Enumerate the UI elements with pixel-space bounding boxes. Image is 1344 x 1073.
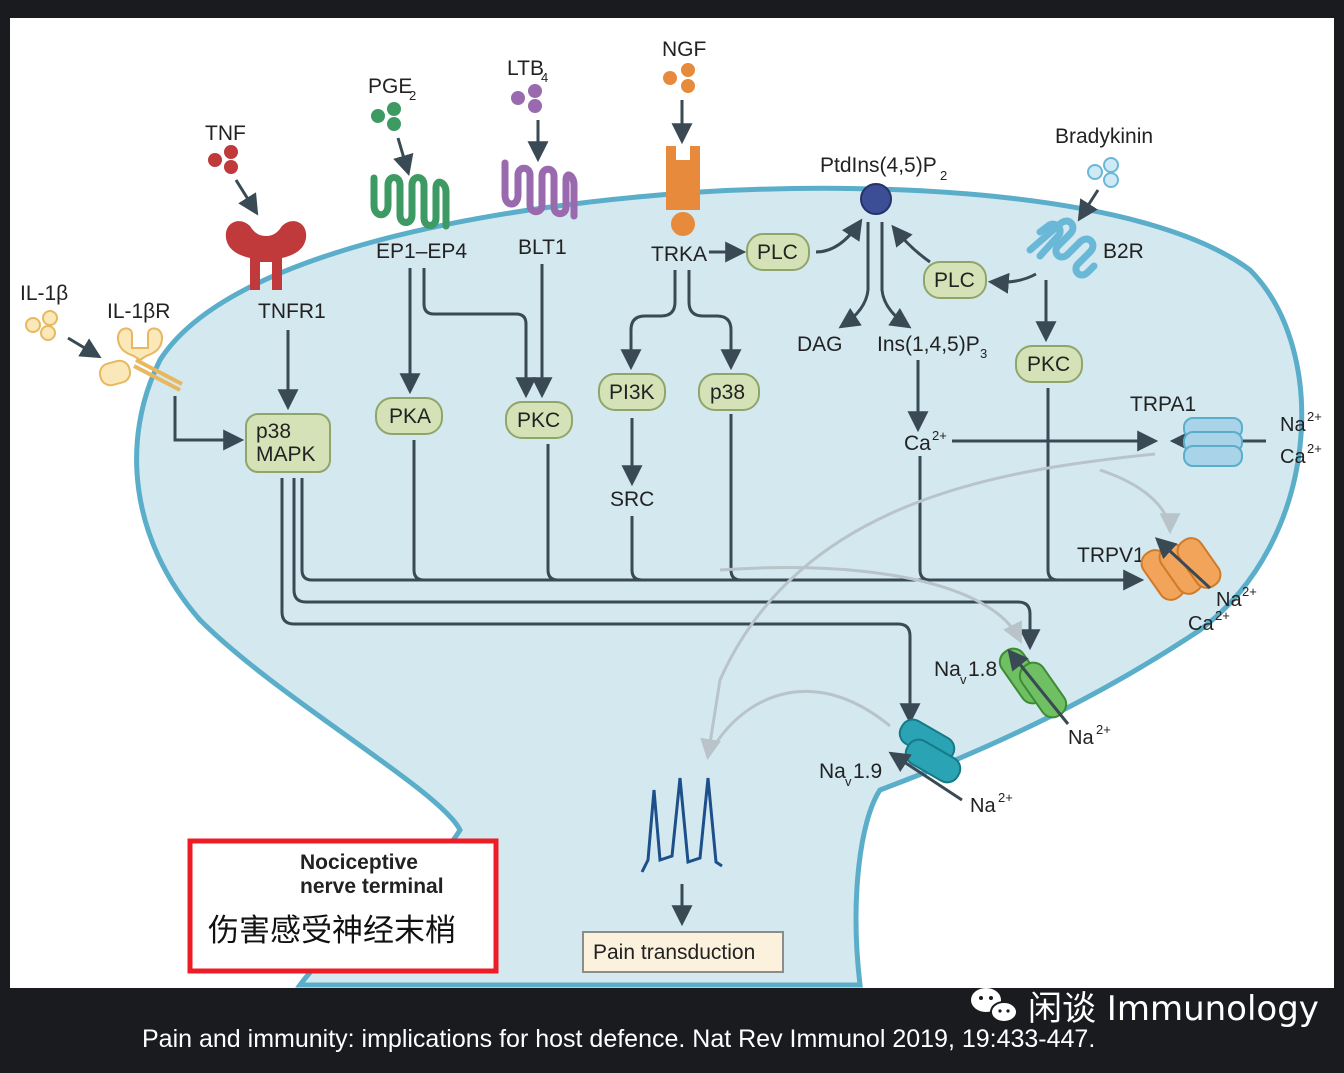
pge2-subscript: 2 (409, 88, 416, 103)
caption-title-line1: Nociceptive (300, 851, 418, 874)
bradykinin-label: Bradykinin (1055, 125, 1153, 148)
nav19-na-sup: 2+ (998, 790, 1013, 805)
caption-title-line2: nerve terminal (300, 875, 444, 898)
nav18-label-sub: v (960, 672, 967, 687)
depolarization-arrows (700, 452, 1181, 761)
pi3k-node: PI3K (598, 373, 666, 411)
bradykinin-arrow (1077, 189, 1100, 222)
ep-label: EP1–EP4 (376, 240, 467, 263)
trpa1-channel-icon (1183, 417, 1243, 467)
trpv1-label: TRPV1 (1077, 544, 1145, 567)
il1b-ligand-icon (25, 310, 58, 341)
ptdins-molecule-icon (860, 183, 892, 215)
pkc1-label: PKC (517, 409, 560, 432)
trpv1-influx-arrow (1154, 537, 1212, 590)
blt1-receptor-icon (501, 159, 578, 220)
ptdins-subscript: 2 (940, 168, 947, 183)
pkc2-label: PKC (1027, 353, 1070, 376)
dag-label: DAG (797, 333, 843, 356)
b2r-label: B2R (1103, 240, 1144, 263)
nav18-influx-arrow (1007, 648, 1070, 725)
nav19-label-sub: v (845, 774, 852, 789)
pge2-label: PGE (368, 75, 412, 98)
pkc1-node: PKC (505, 401, 573, 439)
p38-label: p38 (710, 381, 745, 404)
nav18-na-label: Na (1068, 727, 1094, 749)
wechat-icon (971, 988, 1018, 1023)
ins-label: Ins(1,4,5)P (877, 333, 980, 356)
trpv1-na-sup: 2+ (1242, 584, 1257, 599)
il1b-arrow (67, 336, 102, 359)
ltb4-ligand-icon (511, 84, 542, 113)
trpa1-label: TRPA1 (1130, 393, 1196, 416)
ep-receptor-icon (370, 174, 450, 230)
tnf-ligand-icon (208, 145, 238, 174)
blt1-label: BLT1 (518, 236, 567, 259)
il1br-label: IL-1βR (107, 300, 170, 323)
p38mapk-node: p38 MAPK (245, 413, 331, 473)
trpa1-na-sup: 2+ (1307, 409, 1322, 424)
trpv1-ca-label: Ca (1188, 613, 1214, 635)
il1b-label: IL-1β (20, 282, 68, 305)
nav18-na-sup: 2+ (1096, 722, 1111, 737)
ngf-ligand-icon (663, 63, 695, 93)
tnfr1-receptor-icon (225, 221, 307, 290)
b2r-receptor-loop (1036, 220, 1064, 260)
trpa1-na-label: Na (1280, 414, 1306, 436)
b2r-receptor-icon (1026, 217, 1098, 279)
p38mapk-line1: p38 (256, 420, 291, 443)
plc1-node: PLC (746, 233, 810, 271)
pi3k-label: PI3K (609, 381, 655, 404)
pain-transduction-label: Pain transduction (593, 941, 755, 964)
pge2-arrow (393, 137, 414, 177)
pka-label: PKA (389, 405, 431, 428)
trpv1-na-label: Na (1216, 589, 1242, 611)
plc2-label: PLC (934, 269, 975, 292)
p38-node: p38 (698, 373, 760, 411)
pain-transduction-box: Pain transduction (582, 931, 784, 973)
pge2-ligand-icon (371, 102, 401, 131)
trka-label: TRKA (651, 243, 707, 266)
trka-receptor-icon (666, 146, 700, 236)
plc2-node: PLC (923, 261, 987, 299)
trpv1-ca-sup: 2+ (1215, 608, 1230, 623)
pathway-arrows (173, 218, 1266, 927)
p38mapk-line2: MAPK (256, 443, 316, 466)
pka-node: PKA (375, 397, 443, 435)
tnfr1-label: TNFR1 (258, 300, 326, 323)
nav18-label-na: Na (934, 658, 961, 681)
ltb4-label: LTB (507, 57, 544, 80)
nav19-label-na: Na (819, 760, 846, 783)
pkc2-node: PKC (1015, 345, 1083, 383)
nav18-label-rest: 1.8 (968, 658, 997, 681)
ltb4-subscript: 4 (541, 70, 548, 85)
ca-inner-label: Ca (904, 432, 931, 455)
il1br-receptor-icon (98, 327, 183, 392)
action-potential-trace (640, 777, 723, 873)
citation-text: Pain and immunity: implications for host… (142, 1025, 1095, 1053)
trpa1-ca-label: Ca (1280, 446, 1306, 468)
plc1-label: PLC (757, 241, 798, 264)
nav19-channel-icon (898, 718, 962, 784)
bradykinin-ligand-icon (1087, 157, 1119, 188)
ngf-label: NGF (662, 38, 706, 61)
nerve-terminal-cell (134, 185, 1305, 988)
watermark-text: 闲谈 Immunology (1028, 989, 1319, 1029)
caption-chinese: 伤害感受神经末梢 (208, 913, 456, 949)
src-label: SRC (610, 488, 654, 511)
nav19-influx-arrow (888, 751, 963, 802)
ptdins-label: PtdIns(4,5)P (820, 154, 937, 177)
caption-box: Nociceptive nerve terminal 伤害感受神经末梢 (187, 838, 499, 974)
ca-inner-superscript: 2+ (932, 428, 947, 443)
nav19-na-label: Na (970, 795, 996, 817)
ins-subscript: 3 (980, 346, 987, 361)
nav19-label-rest: 1.9 (853, 760, 882, 783)
tnf-arrow (234, 179, 259, 216)
trpa1-ca-sup: 2+ (1307, 441, 1322, 456)
tnf-label: TNF (205, 122, 246, 145)
